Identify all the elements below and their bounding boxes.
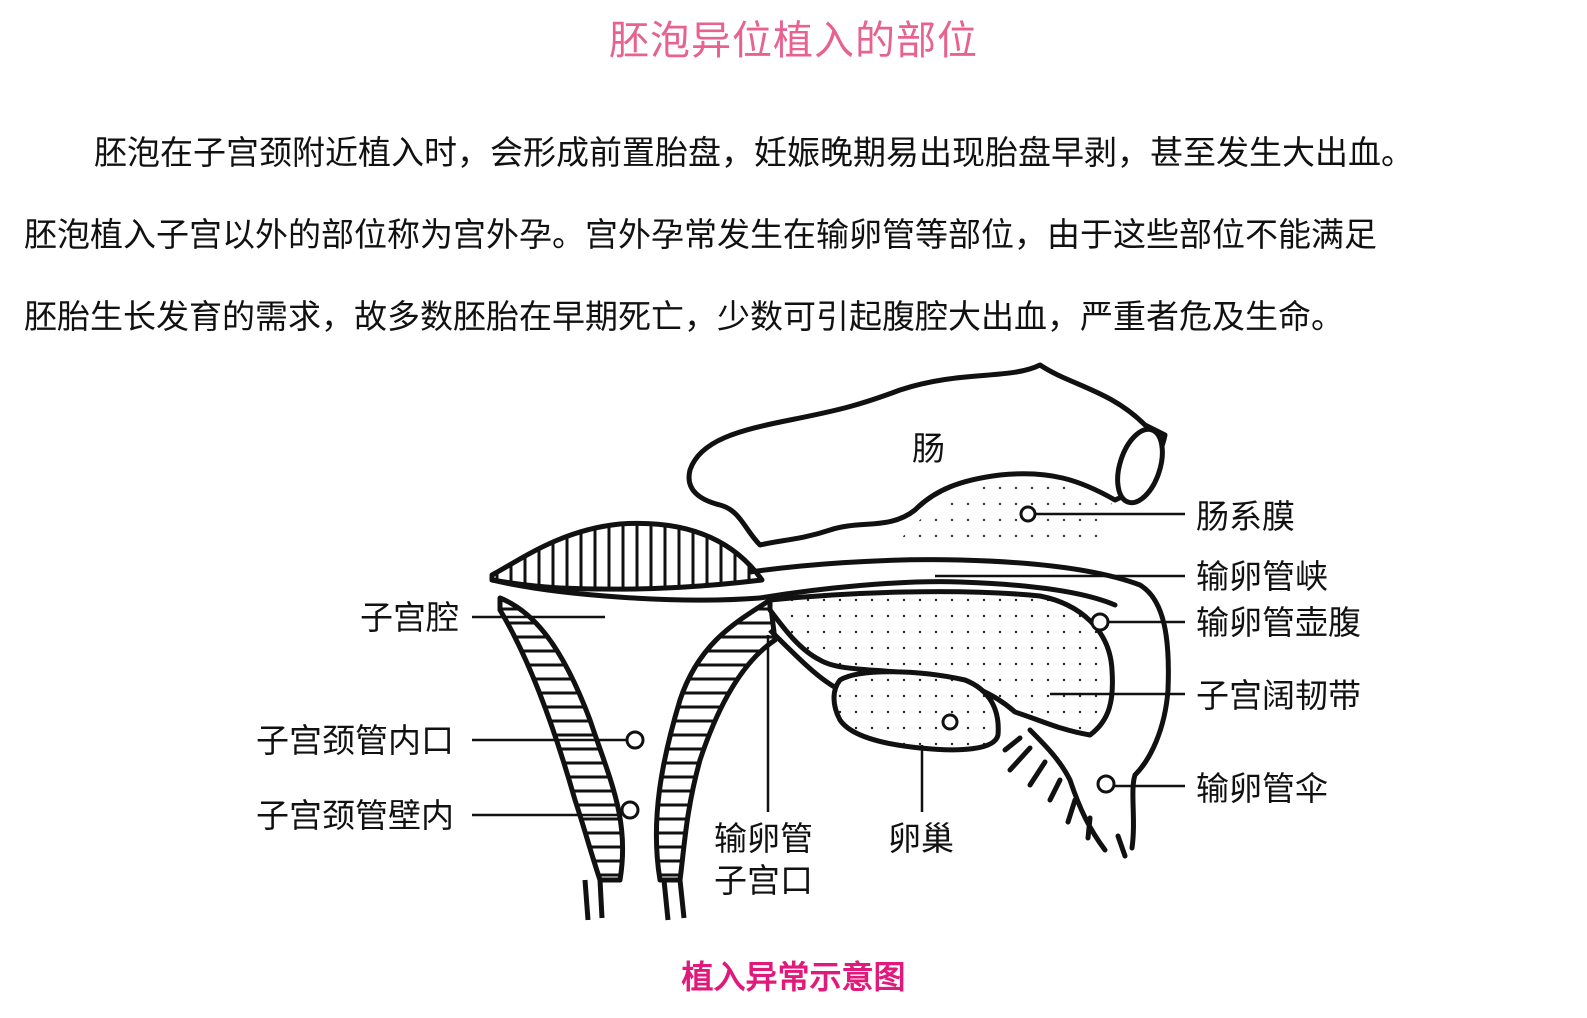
label-uterine-cavity: 子宫腔 bbox=[360, 598, 459, 637]
cervix-right-end bbox=[661, 879, 687, 921]
paragraph-line-3: 胚胎生长发育的需求，故多数胚胎在早期死亡，少数可引起腹腔大出血，严重者危及生命。 bbox=[24, 297, 1344, 336]
label-internal-os: 子宫颈管内口 bbox=[256, 721, 454, 760]
label-ampulla: 输卵管壶腹 bbox=[1196, 603, 1361, 642]
fimbria-shape bbox=[1002, 687, 1171, 859]
label-fimbria: 输卵管伞 bbox=[1196, 769, 1328, 808]
label-intestine: 肠 bbox=[912, 429, 945, 468]
paragraph-line-2: 胚泡植入子宫以外的部位称为宫外孕。宫外孕常发生在输卵管等部位，由于这些部位不能满… bbox=[24, 215, 1377, 254]
page-title: 胚泡异位植入的部位 bbox=[609, 18, 978, 64]
uterine-wall-right bbox=[653, 597, 778, 883]
fallopian-tube bbox=[747, 557, 1171, 693]
ampulla-site-marker bbox=[1090, 612, 1110, 632]
label-ovary: 卵巢 bbox=[888, 819, 954, 858]
label-broad-ligament: 子宫阔韧带 bbox=[1196, 676, 1361, 715]
tube-wall-outer bbox=[491, 577, 761, 603]
intestine-shape bbox=[686, 362, 1168, 548]
mesentery-shape bbox=[900, 481, 1112, 546]
label-tube-opening-1: 输卵管 bbox=[714, 819, 813, 858]
broad-ligament-shape bbox=[767, 589, 1115, 738]
label-cervical-wall: 子宫颈管壁内 bbox=[256, 796, 454, 835]
cervical-wall-marker bbox=[620, 800, 640, 820]
figure-caption: 植入异常示意图 bbox=[681, 958, 906, 996]
internal-os-marker bbox=[625, 730, 645, 750]
ovary-shape bbox=[831, 669, 1001, 753]
intestine-opening bbox=[1115, 426, 1165, 506]
paragraph-line-1: 胚泡在子宫颈附近植入时，会形成前置胎盘，妊娠晚期易出现胎盘早剥，甚至发生大出血。 bbox=[94, 133, 1414, 172]
label-mesentery: 肠系膜 bbox=[1196, 497, 1295, 536]
label-tube-opening-2: 子宫口 bbox=[714, 861, 813, 900]
uterine-fundus bbox=[489, 520, 765, 592]
cervix-left-end bbox=[582, 879, 605, 921]
ovary-site-marker bbox=[941, 713, 959, 731]
mesentery-site-marker bbox=[1019, 505, 1037, 523]
label-isthmus: 输卵管峡 bbox=[1196, 557, 1328, 596]
fimbria-site-marker bbox=[1096, 774, 1116, 794]
body-paragraph: 胚泡在子宫颈附近植入时，会形成前置胎盘，妊娠晚期易出现胎盘早剥，甚至发生大出血。… bbox=[24, 112, 1564, 358]
